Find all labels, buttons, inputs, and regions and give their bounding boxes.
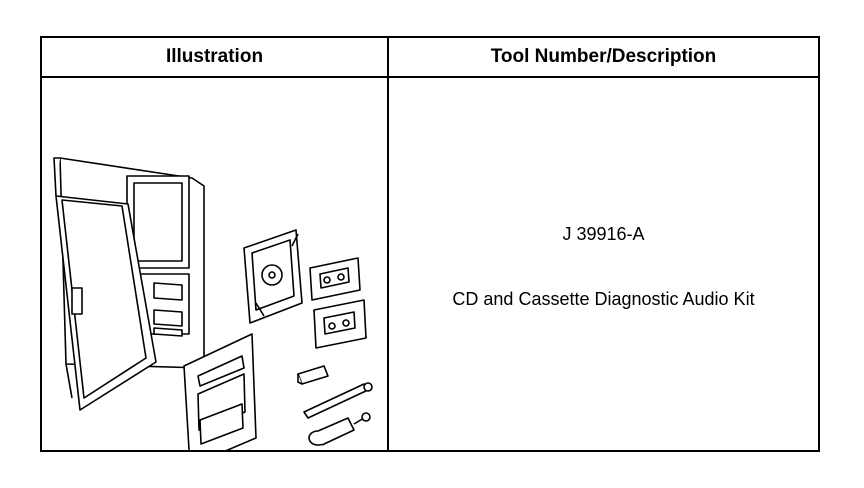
table-header-row: Illustration Tool Number/Description [42, 38, 818, 78]
tool-description-cell: J 39916-A CD and Cassette Diagnostic Aud… [389, 78, 818, 450]
tool-description: CD and Cassette Diagnostic Audio Kit [452, 289, 755, 309]
illustration-cell [42, 78, 387, 450]
tool-table: Illustration Tool Number/Description [40, 36, 820, 452]
column-divider [387, 38, 389, 450]
audio-diagnostic-kit-icon [53, 157, 373, 450]
header-illustration: Illustration [165, 46, 264, 67]
tool-number: J 39916-A [562, 224, 645, 244]
header-tool-number-description: Tool Number/Description [490, 46, 717, 67]
